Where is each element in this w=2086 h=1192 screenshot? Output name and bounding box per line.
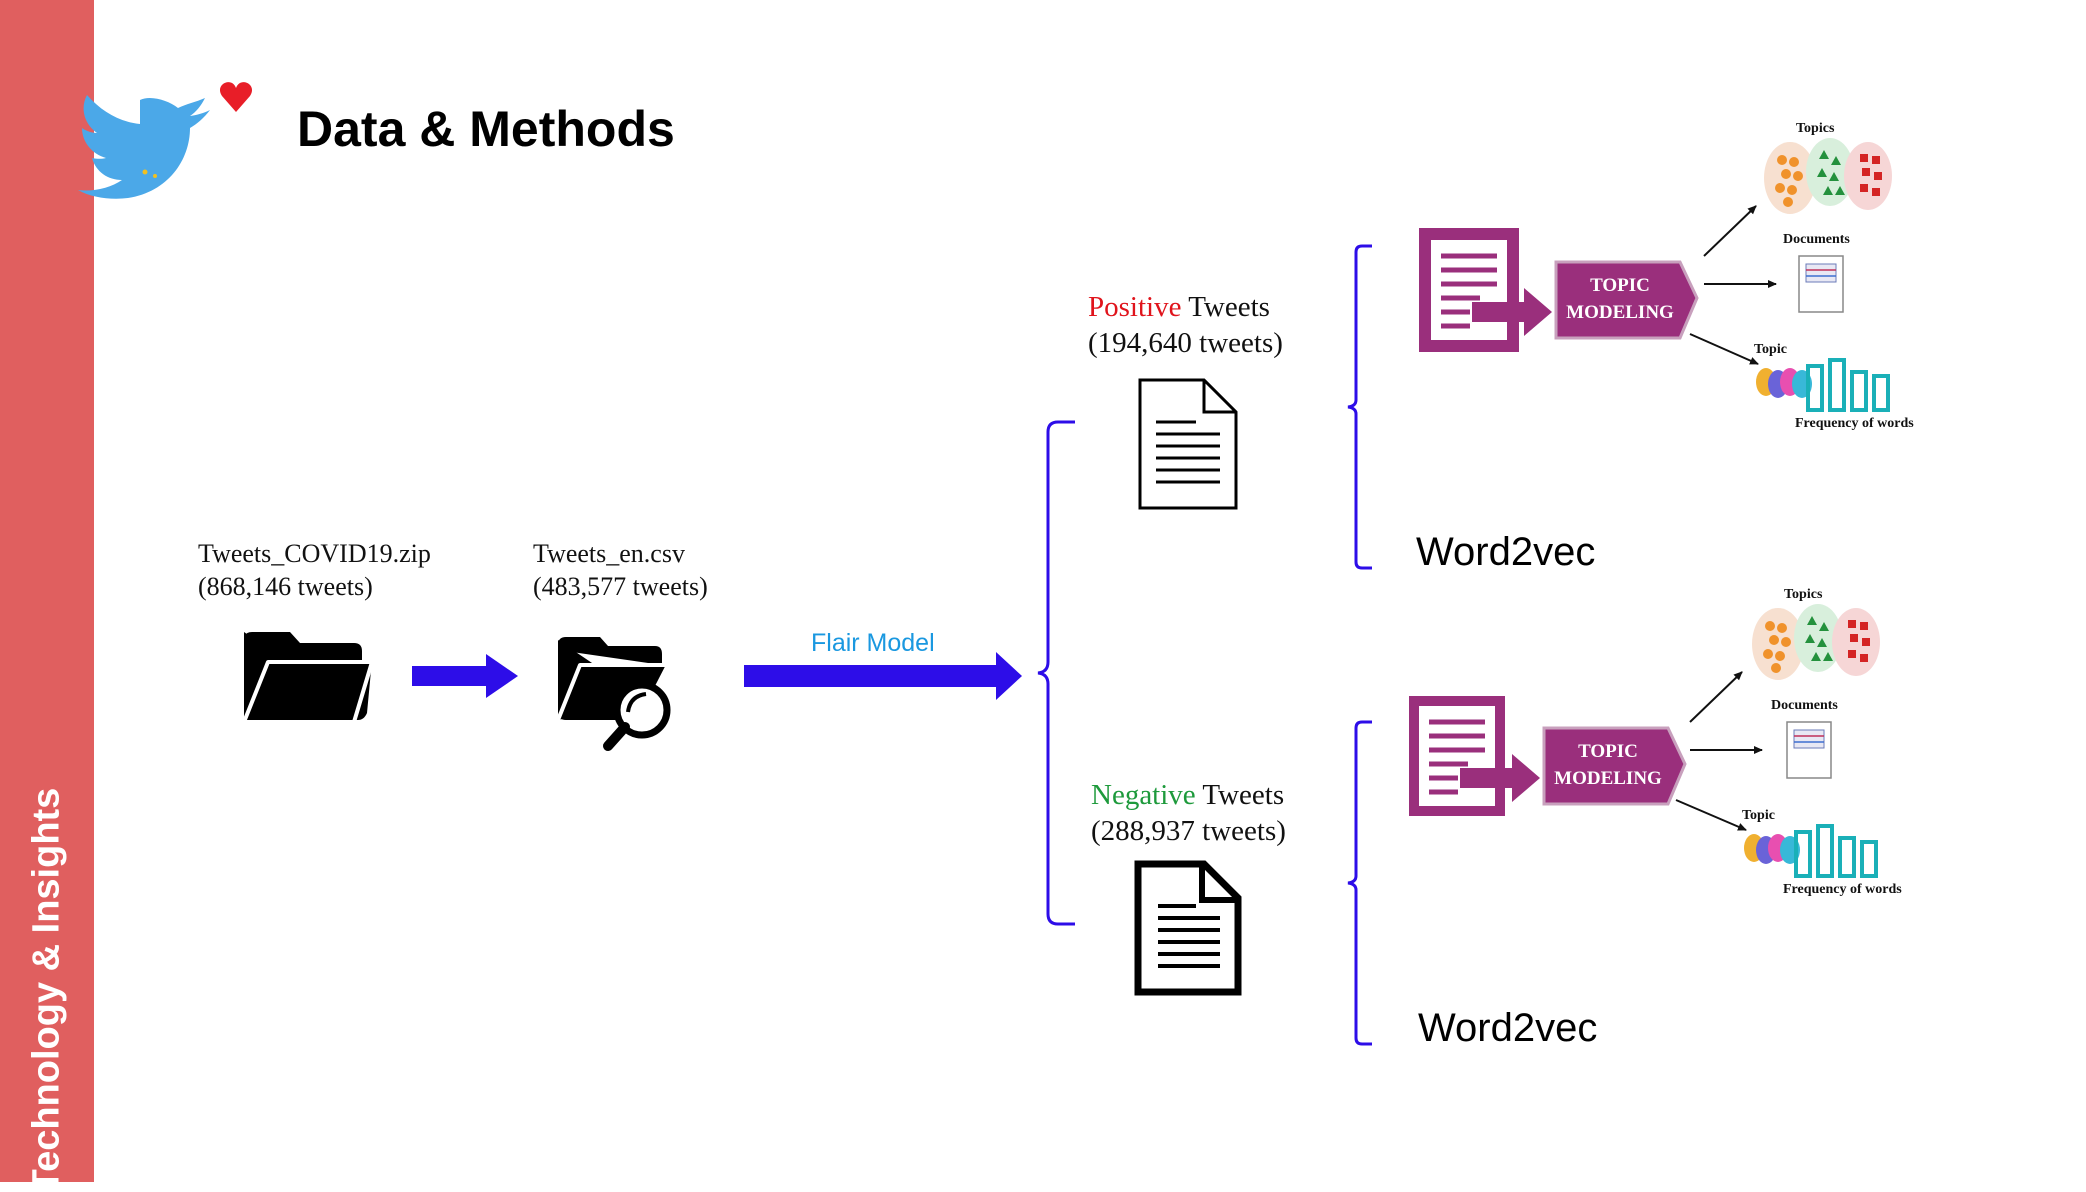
negative-documents-label: Documents	[1771, 698, 1838, 713]
source-count: (868,146 tweets)	[198, 572, 373, 601]
positive-count: (194,640 tweets)	[1088, 327, 1283, 359]
topic-box-line-1: TOPIC	[1590, 275, 1650, 296]
source-label: Tweets_COVID19.zip (868,146 tweets)	[198, 537, 431, 603]
positive-frequency-label: Frequency of words	[1795, 416, 1914, 431]
source-filename: Tweets_COVID19.zip	[198, 539, 431, 568]
negative-topics-label: Topics	[1784, 587, 1823, 602]
positive-tweets-word: Tweets	[1188, 291, 1270, 323]
document-icon	[1138, 378, 1238, 510]
topic-modeling-box	[1554, 260, 1699, 340]
positive-topics-label: Topics	[1796, 121, 1835, 136]
arrow-source-to-filtered	[412, 654, 518, 698]
negative-count: (288,937 tweets)	[1091, 815, 1286, 847]
positive-documents-label: Documents	[1783, 232, 1850, 247]
page-title: Data & Methods	[297, 101, 675, 157]
negative-tweets-label: Negative Tweets (288,937 tweets)	[1091, 777, 1286, 849]
word-frequency-bars-icon	[1806, 358, 1890, 412]
text-document-icon	[1419, 228, 1552, 352]
filtered-filename: Tweets_en.csv	[533, 539, 685, 568]
negative-word2vec-label: Word2vec	[1418, 1006, 1598, 1050]
documents-matrix-icon	[1798, 255, 1844, 313]
word-frequency-bars-icon	[1794, 824, 1878, 878]
topics-cluster-icon	[1752, 604, 1880, 680]
positive-branch-bracket	[1347, 244, 1372, 570]
topic-words-icon	[1744, 834, 1800, 864]
documents-matrix-icon	[1786, 721, 1832, 779]
sentiment-bracket	[1037, 420, 1075, 926]
sidebar	[0, 0, 94, 1182]
flair-model-label: Flair Model	[811, 629, 935, 657]
negative-tweets-word: Tweets	[1202, 779, 1285, 811]
folder-search-icon	[556, 637, 671, 751]
negative-topic-pipeline	[1409, 604, 1880, 878]
positive-tweets-label: Positive Tweets (194,640 tweets)	[1088, 289, 1283, 361]
topic-box-line-1: TOPIC	[1578, 741, 1638, 762]
positive-topic-modeling-text: TOPIC MODELING	[1556, 272, 1684, 326]
filtered-label: Tweets_en.csv (483,577 tweets)	[533, 537, 708, 603]
document-filled-icon	[1134, 860, 1242, 996]
positive-topic-label: Topic	[1754, 342, 1787, 357]
negative-sentiment: Negative	[1091, 779, 1196, 811]
topic-words-icon	[1756, 368, 1812, 398]
topic-box-line-2: MODELING	[1554, 768, 1662, 789]
negative-topic-modeling-text: TOPIC MODELING	[1544, 738, 1672, 792]
topic-modeling-box	[1542, 726, 1687, 806]
positive-word2vec-label: Word2vec	[1416, 530, 1596, 574]
twitter-bird-heart-icon	[78, 82, 253, 199]
filtered-count: (483,577 tweets)	[533, 572, 708, 601]
negative-frequency-label: Frequency of words	[1783, 882, 1902, 897]
topics-cluster-icon	[1764, 138, 1892, 214]
negative-topic-label: Topic	[1742, 808, 1775, 823]
flair-model-arrow	[744, 652, 1022, 700]
positive-sentiment: Positive	[1088, 291, 1182, 323]
topic-box-line-2: MODELING	[1566, 302, 1674, 323]
text-document-icon	[1409, 696, 1540, 816]
positive-topic-pipeline	[1419, 138, 1892, 412]
folder-icon	[242, 632, 374, 724]
negative-branch-bracket	[1347, 720, 1372, 1046]
